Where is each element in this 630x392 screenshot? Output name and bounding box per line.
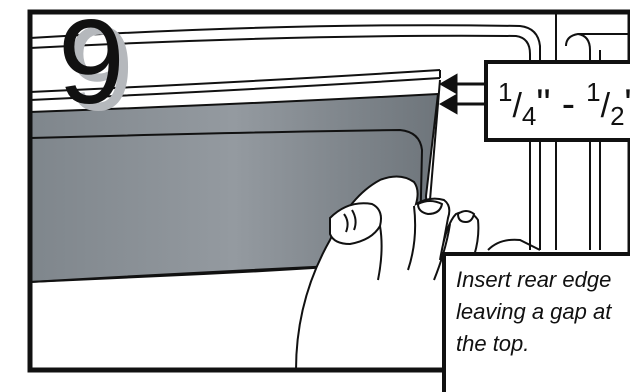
hand-illustration — [294, 175, 480, 371]
instruction-illustration: 9 1/4" - 1/2" Insert rear edge leaving a… — [27, 0, 630, 392]
caption-text: Insert rear edge leaving a gap at the to… — [456, 264, 630, 360]
measurement-separator: " - — [536, 82, 587, 126]
measurement-unit-mark: " — [625, 82, 630, 126]
glass-top-edge — [29, 69, 441, 101]
panel-contour — [29, 128, 424, 241]
measurement-callout: 1/4" - 1/2" — [484, 60, 630, 142]
step-number: 9 — [58, 0, 125, 129]
measurement-max-slash: / — [600, 87, 611, 125]
frame-border — [27, 9, 630, 373]
caption-line-2: leaving a gap at — [456, 299, 612, 324]
door-lower-lines — [429, 79, 541, 251]
arrow-left-icon — [438, 73, 484, 115]
caption-line-3: the top. — [456, 331, 530, 356]
measurement-max-numerator: 1 — [586, 77, 601, 107]
caption-callout: Insert rear edge leaving a gap at the to… — [442, 252, 630, 392]
caption-line-1: Insert rear edge — [456, 267, 612, 292]
measurement-min-denominator: 4 — [521, 101, 537, 131]
measurement-min-slash: / — [512, 87, 522, 125]
measurement-min-numerator: 1 — [498, 77, 513, 107]
measurement-max-denominator: 2 — [610, 101, 625, 131]
measurement-label: 1/4" - 1/2" — [498, 79, 630, 129]
